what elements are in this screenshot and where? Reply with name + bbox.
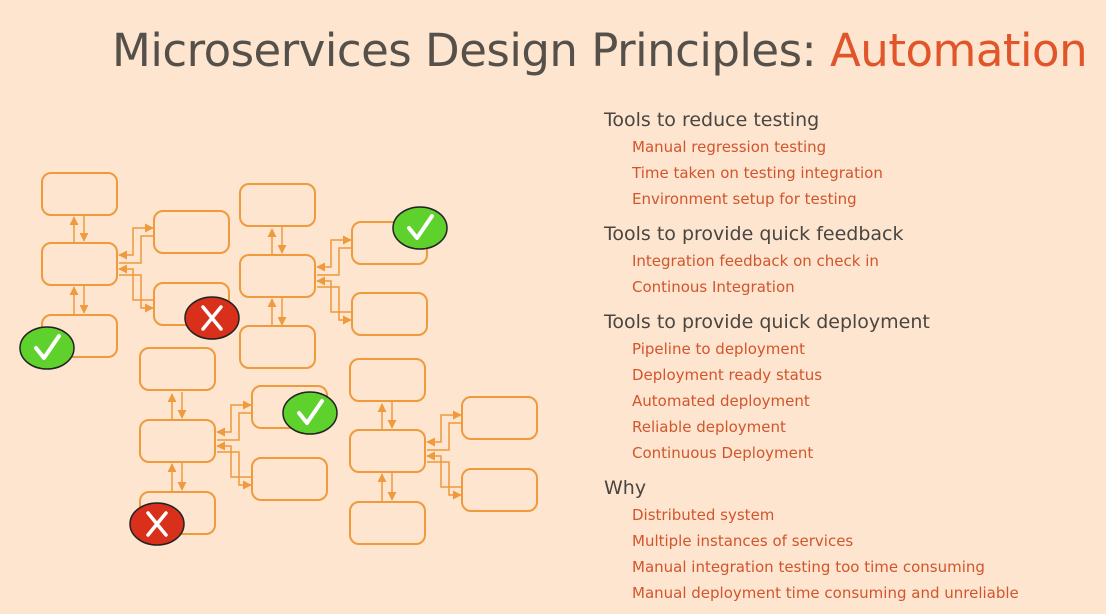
- title-main: Microservices Design Principles:: [112, 24, 831, 77]
- section-item: Manual integration testing too time cons…: [632, 558, 985, 576]
- cross-badge-icon: [184, 296, 240, 340]
- section-item: Manual regression testing: [632, 138, 827, 156]
- section-item: Deployment ready status: [632, 366, 823, 384]
- section-item: Multiple instances of services: [632, 532, 854, 550]
- section-item: Continous Integration: [632, 278, 795, 296]
- section-item: Pipeline to deployment: [632, 340, 806, 358]
- check-badge-icon: [19, 326, 75, 370]
- service-box: [239, 325, 316, 369]
- section-item: Continuous Deployment: [632, 444, 814, 462]
- service-box: [153, 210, 230, 254]
- cross-badge-icon: [129, 502, 185, 546]
- check-badge-icon: [392, 206, 448, 250]
- service-box: [239, 183, 316, 227]
- section-item: Automated deployment: [632, 392, 810, 410]
- service-box: [351, 292, 428, 336]
- section-heading: Why: [604, 477, 647, 499]
- section-item: Integration feedback on check in: [632, 252, 879, 270]
- service-box: [139, 419, 216, 463]
- service-box: [349, 358, 426, 402]
- service-box: [461, 396, 538, 440]
- section-heading: Tools to provide quick deployment: [604, 311, 930, 333]
- microservices-diagram: [19, 172, 538, 546]
- section-item: Time taken on testing integration: [632, 164, 883, 182]
- service-box: [349, 501, 426, 545]
- service-box: [349, 429, 426, 473]
- service-box: [251, 457, 328, 501]
- slide-title: Microservices Design Principles: Automat…: [112, 24, 1088, 77]
- service-box: [41, 172, 118, 216]
- service-box: [41, 242, 118, 286]
- section-item: Distributed system: [632, 506, 775, 524]
- check-badge-icon: [282, 391, 338, 435]
- service-box: [239, 254, 316, 298]
- section-item: Reliable deployment: [632, 418, 786, 436]
- section-item: Environment setup for testing: [632, 190, 857, 208]
- service-box: [139, 347, 216, 391]
- section-heading: Tools to provide quick feedback: [604, 223, 904, 245]
- title-accent: Automation: [830, 24, 1088, 77]
- section-heading: Tools to reduce testing: [604, 109, 820, 131]
- section-item: Manual deployment time consuming and unr…: [632, 584, 1019, 602]
- service-box: [461, 468, 538, 512]
